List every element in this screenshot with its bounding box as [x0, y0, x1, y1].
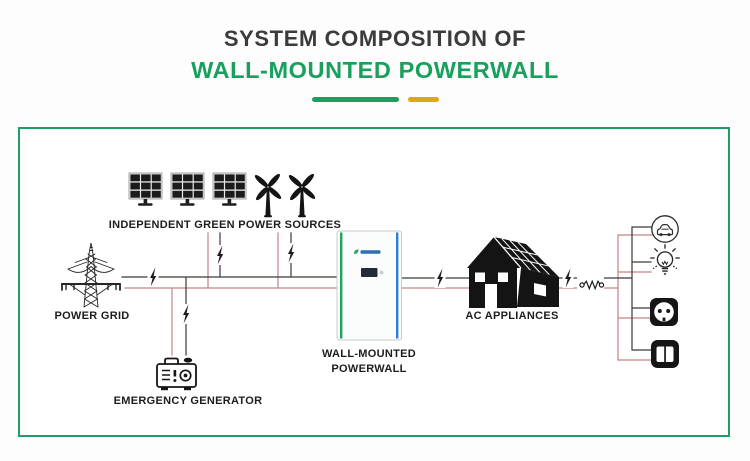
powerwall-label-line1: WALL-MOUNTED: [322, 348, 416, 360]
ac-appliances-label: AC APPLIANCES: [465, 310, 558, 322]
inductor-coil-icon: [577, 276, 605, 291]
lightning-bolt-icon: [214, 245, 226, 265]
powerwall-label-line2: POWERWALL: [331, 363, 406, 375]
page-title-line2: WALL-MOUNTED POWERWALL: [191, 57, 559, 83]
title-underline-bars: [0, 97, 750, 102]
solar-panel-icon: [128, 172, 163, 207]
wind-turbine-icon: [253, 172, 283, 218]
lightning-bolt-icon: [285, 243, 297, 263]
header: SYSTEM COMPOSITION OF WALL-MOUNTED POWER…: [0, 0, 750, 102]
solar-panel-icon: [212, 172, 247, 207]
ev-charger-icon: [651, 215, 679, 243]
green-underline-bar: [311, 97, 399, 102]
wind-turbine-icon: [287, 172, 317, 218]
transmission-tower-icon: [61, 242, 121, 308]
yellow-underline-bar: [407, 97, 439, 102]
lightning-bolt-icon: [147, 267, 159, 287]
power-grid-label: POWER GRID: [54, 310, 129, 322]
outlet-icon: [650, 298, 678, 326]
emergency-generator-label: EMERGENCY GENERATOR: [114, 395, 263, 407]
lightning-bolt-icon: [434, 268, 446, 288]
light-bulb-icon: [650, 244, 680, 276]
green-sources-label: INDEPENDENT GREEN POWER SOURCES: [109, 219, 341, 231]
wind-turbines: [253, 172, 317, 218]
powerwall-green-stripe: [340, 232, 343, 339]
switch-icon: [651, 340, 679, 368]
powerwall-brand-logo: [354, 249, 381, 254]
solar-panel-icon: [170, 172, 205, 207]
emergency-generator-icon: [156, 357, 197, 391]
lightning-bolt-icon: [180, 304, 192, 324]
powerwall-indicator: [379, 270, 384, 275]
solar-panels: [128, 172, 247, 207]
powerwall-blue-stripe: [396, 232, 399, 339]
powerwall-display-screen: [361, 268, 378, 277]
page-title-line1: SYSTEM COMPOSITION OF: [223, 26, 527, 51]
red-wires: [124, 232, 653, 361]
powerwall-unit: [336, 230, 402, 341]
lightning-bolt-icon: [562, 268, 574, 288]
house-icon: [467, 236, 559, 308]
